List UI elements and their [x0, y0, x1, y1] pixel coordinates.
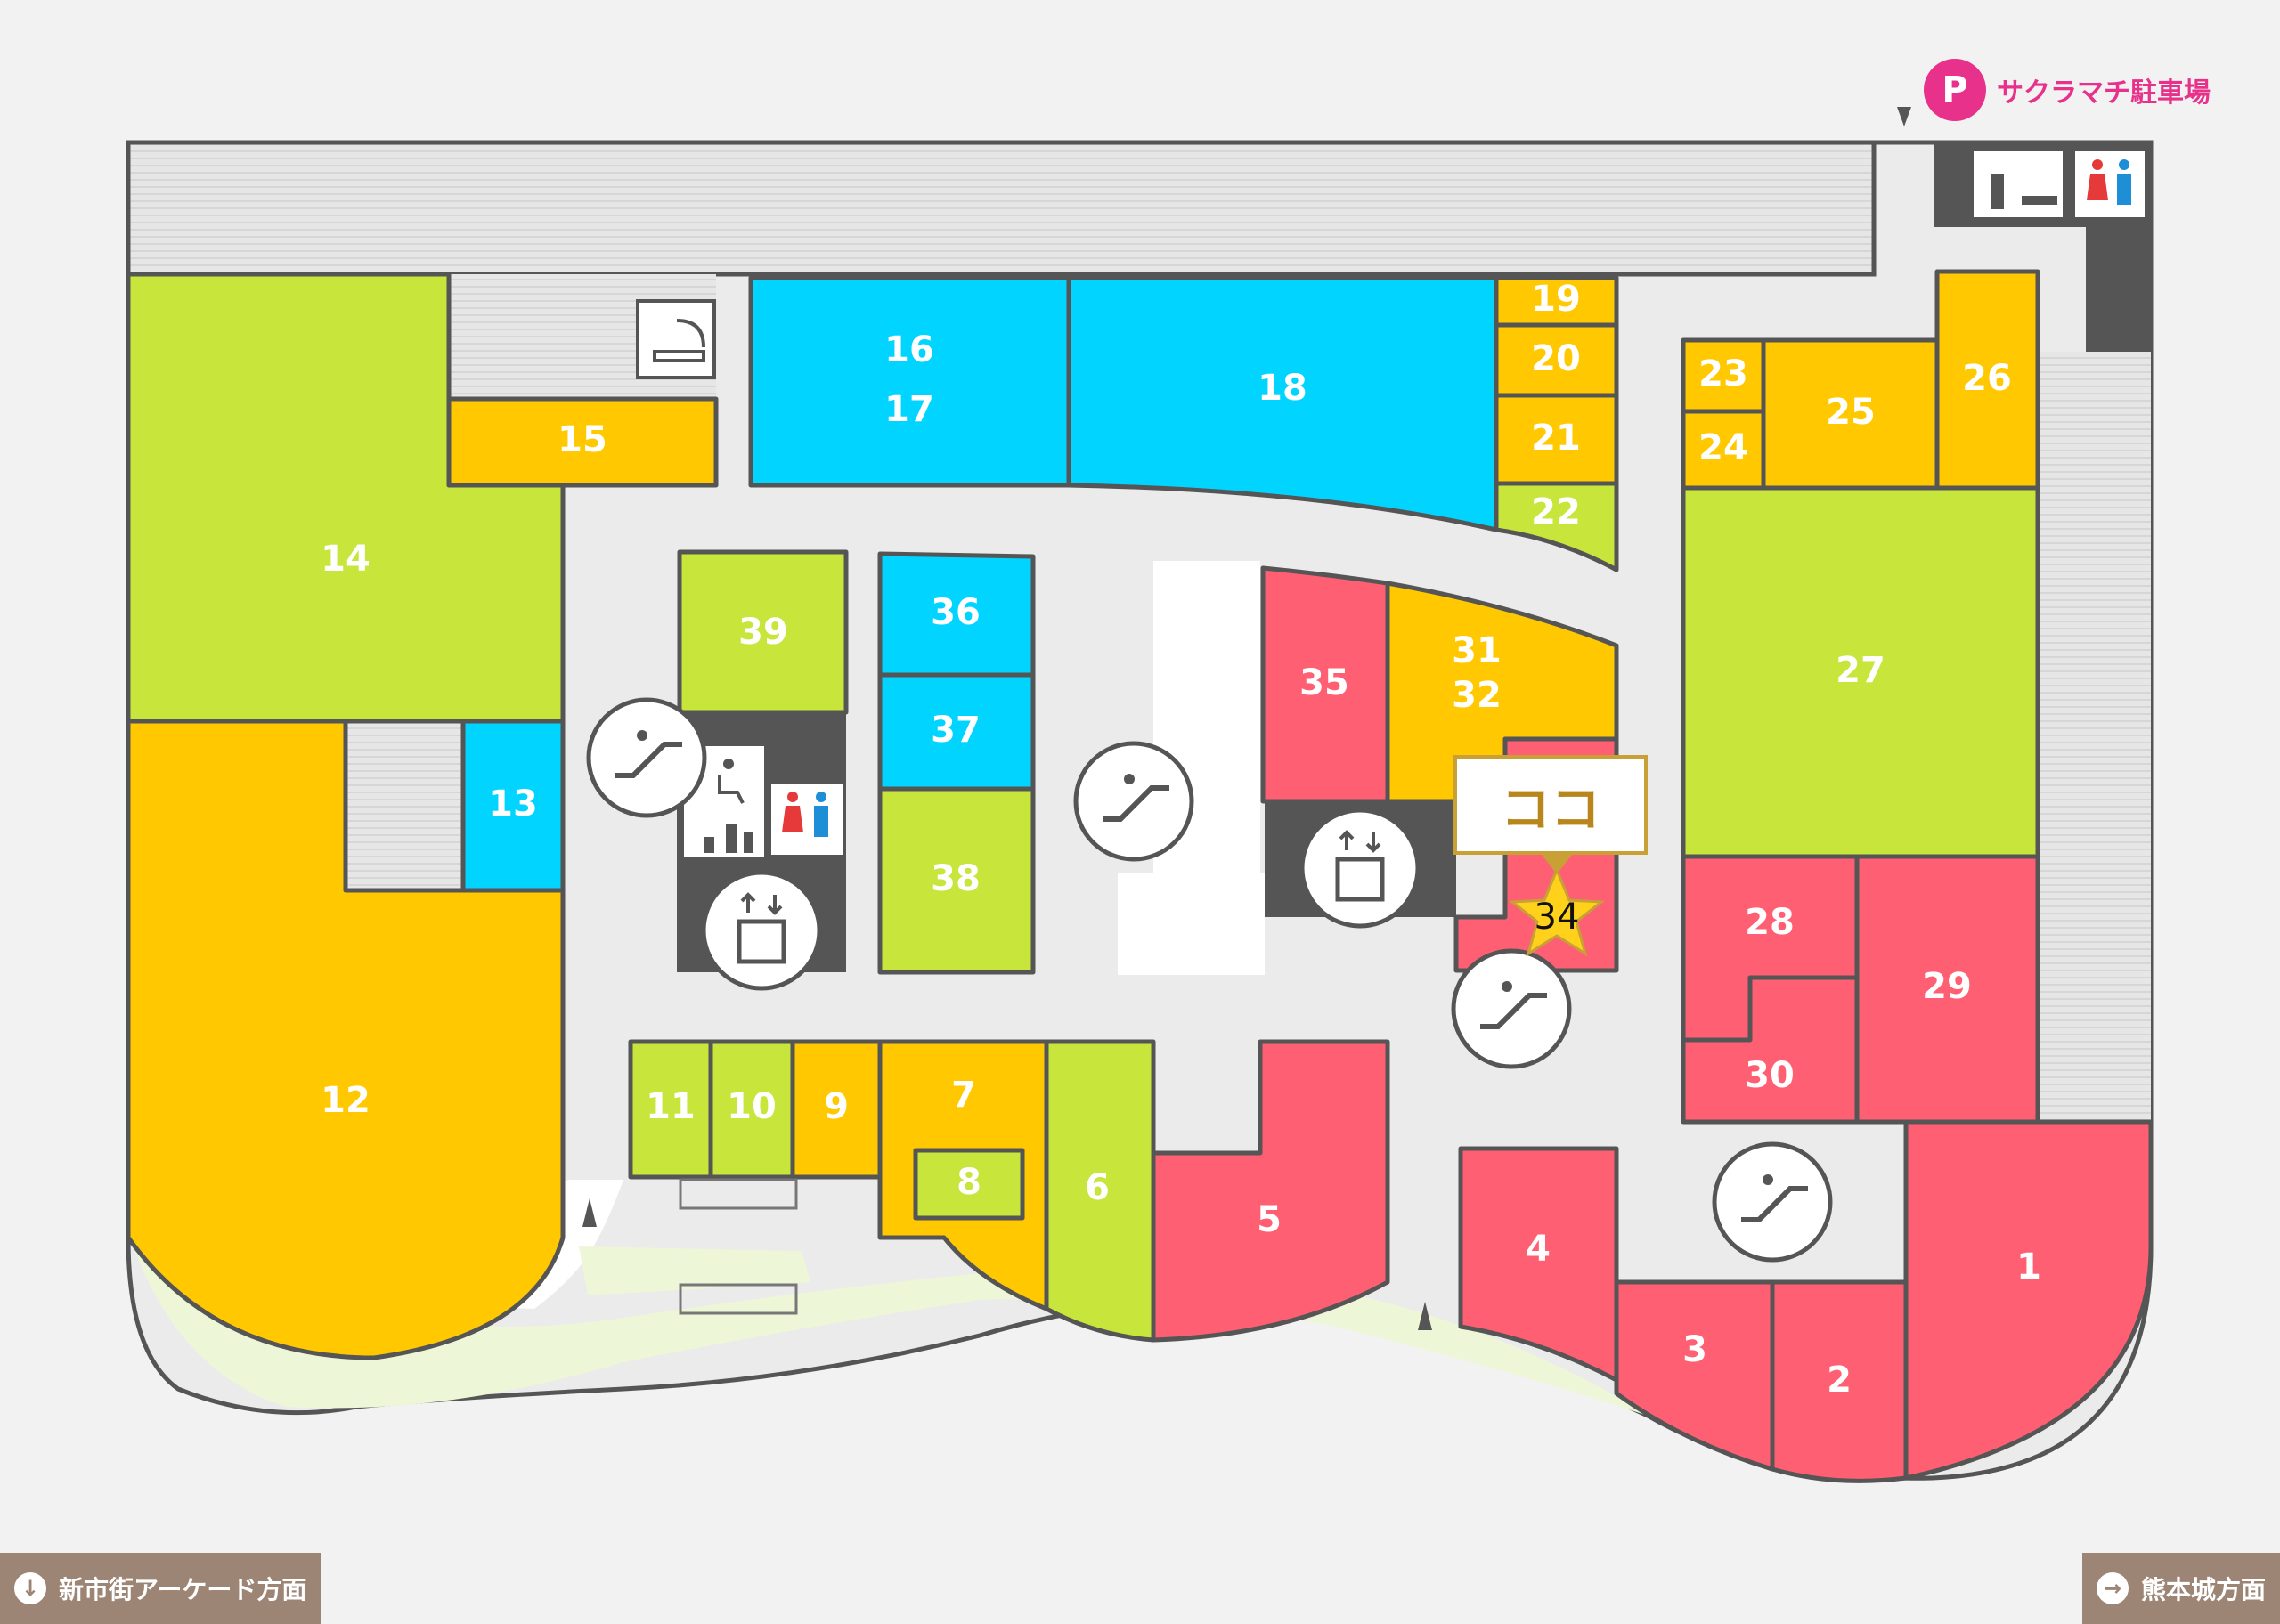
- restroom-icon-top[interactable]: [2075, 151, 2145, 217]
- shop-36[interactable]: [877, 551, 1036, 678]
- arrow-down-icon: ↓: [14, 1572, 46, 1604]
- escalator-icon[interactable]: [1712, 1141, 1833, 1263]
- service-area-top: [126, 140, 1877, 277]
- central-void-2: [1118, 873, 1265, 975]
- castle-direction-label: 熊本城方面: [2140, 1575, 2266, 1604]
- plaza-path: [579, 1246, 810, 1295]
- shop-9[interactable]: [790, 1039, 883, 1180]
- shop-18[interactable]: [1066, 275, 1499, 532]
- shop-30[interactable]: [1681, 975, 1860, 1125]
- arcade-direction-button[interactable]: ↓ 新市街アーケード方面: [0, 1553, 322, 1624]
- shop-37[interactable]: [877, 672, 1036, 792]
- arcade-direction-label: 新市街アーケード方面: [59, 1575, 307, 1604]
- shop-22[interactable]: [1494, 481, 1619, 572]
- baby-room-icon[interactable]: [1974, 151, 2063, 217]
- shop-16-17[interactable]: [748, 275, 1071, 488]
- smoking-area-icon[interactable]: [636, 299, 716, 379]
- elevator-icon[interactable]: [701, 870, 822, 991]
- shop-35[interactable]: [1260, 565, 1390, 804]
- escalator-icon[interactable]: [1451, 948, 1572, 1069]
- shop-29[interactable]: [1854, 854, 2040, 1125]
- parking-link[interactable]: P サクラマチ駐車場: [1924, 59, 2211, 121]
- shop-10[interactable]: [708, 1039, 795, 1180]
- current-location-pointer: [1539, 851, 1575, 874]
- current-location-label: ココ: [1501, 780, 1600, 839]
- shop-21[interactable]: [1494, 393, 1619, 486]
- shop-13[interactable]: [460, 719, 566, 893]
- shop-20[interactable]: [1494, 322, 1619, 398]
- service-area-right: [2040, 352, 2151, 1122]
- current-location-star: [1508, 866, 1606, 957]
- shop-11[interactable]: [628, 1039, 713, 1180]
- entrance-marker: [1418, 1302, 1432, 1330]
- parking-icon: P: [1924, 59, 1986, 121]
- castle-direction-button[interactable]: → 熊本城方面: [2081, 1553, 2280, 1624]
- service-area-13: [346, 721, 463, 890]
- elevator-icon[interactable]: [1299, 808, 1421, 929]
- escalator-icon[interactable]: [1073, 741, 1194, 862]
- restroom-corridor: [2086, 223, 2151, 352]
- stairs-icon: [679, 1178, 798, 1315]
- shop-19[interactable]: [1494, 275, 1619, 328]
- current-location-shop-label: 34: [1535, 897, 1580, 938]
- current-location-marker: ココ: [1454, 755, 1648, 855]
- parking-label: サクラマチ駐車場: [1997, 77, 2211, 109]
- shop-1[interactable]: [1903, 1119, 2154, 1481]
- arrow-right-icon: →: [2096, 1572, 2129, 1604]
- shop-6[interactable]: [1044, 1039, 1156, 1343]
- shop-23[interactable]: [1681, 337, 1766, 414]
- shop-12[interactable]: [126, 719, 566, 1360]
- restroom-icon-left[interactable]: [771, 784, 843, 855]
- shop-24[interactable]: [1681, 409, 1766, 491]
- shop-38[interactable]: [877, 786, 1036, 975]
- shop-27[interactable]: [1681, 485, 2040, 859]
- shop-4[interactable]: [1458, 1146, 1619, 1383]
- shop-25[interactable]: [1761, 337, 1940, 491]
- entrance-marker: [582, 1198, 597, 1227]
- shop-2[interactable]: [1770, 1279, 1909, 1483]
- shop-15[interactable]: [446, 396, 719, 488]
- entrance-marker: [1897, 107, 1911, 126]
- shop-39[interactable]: [677, 549, 849, 715]
- shop-8[interactable]: [913, 1148, 1025, 1221]
- escalator-icon[interactable]: [586, 697, 707, 818]
- shop-3[interactable]: [1614, 1279, 1775, 1472]
- shop-26[interactable]: [1934, 269, 2040, 491]
